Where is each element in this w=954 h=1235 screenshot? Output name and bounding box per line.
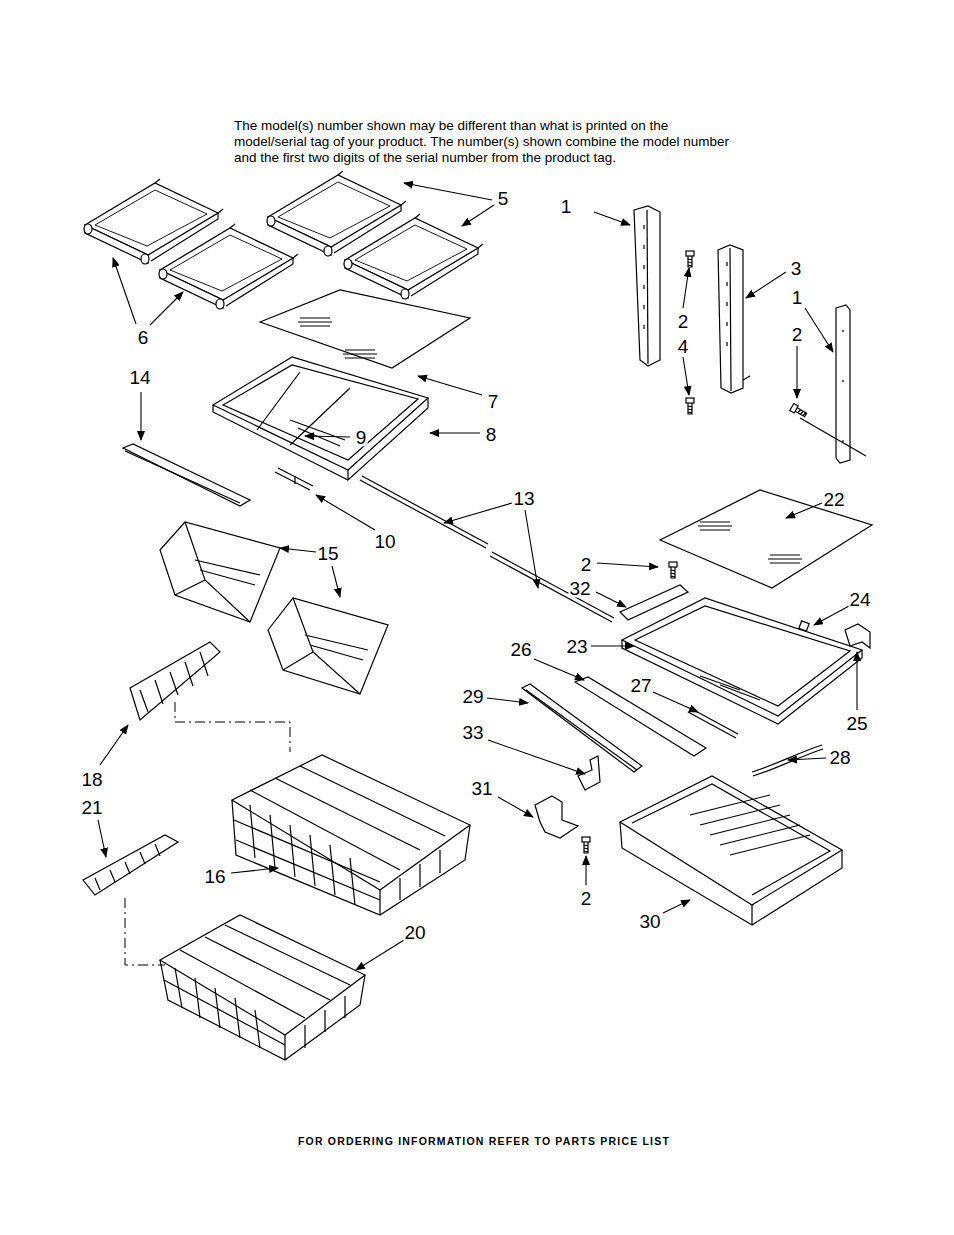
callout-number: 24 [848,590,871,609]
callout-number: 21 [80,798,103,817]
callout-number: 2 [677,312,690,331]
callout-number: 1 [791,288,804,307]
callout-number: 10 [373,532,396,551]
callout-number: 26 [509,640,532,659]
callout-number: 18 [80,770,103,789]
callout-number: 31 [470,779,493,798]
callout-number: 22 [822,490,845,509]
callout-number: 8 [485,425,498,444]
callout-number: 4 [677,337,690,356]
callout-number: 29 [461,687,484,706]
model-note: The model(s) number shown may be differe… [234,118,734,166]
callout-number: 5 [497,189,510,208]
callout-number: 25 [845,714,868,733]
callout-number: 33 [461,723,484,742]
callout-number: 32 [568,579,591,598]
callout-number: 2 [580,889,593,908]
callout-number: 14 [128,368,151,387]
callout-number: 23 [565,637,588,656]
callout-number: 27 [629,676,652,695]
callout-number: 6 [137,328,150,347]
callout-number: 1 [560,197,573,216]
footer-note: FOR ORDERING INFORMATION REFER TO PARTS … [298,1136,670,1147]
callout-number: 28 [828,748,851,767]
callout-number: 30 [638,912,661,931]
callout-number: 9 [355,428,368,447]
callout-number: 2 [791,325,804,344]
callout-number: 16 [203,867,226,886]
callout-number: 2 [580,555,593,574]
callout-number: 15 [316,544,339,563]
callout-number: 7 [487,392,500,411]
callout-number: 20 [403,923,426,942]
callout-number: 13 [512,489,535,508]
callout-number: 3 [790,259,803,278]
